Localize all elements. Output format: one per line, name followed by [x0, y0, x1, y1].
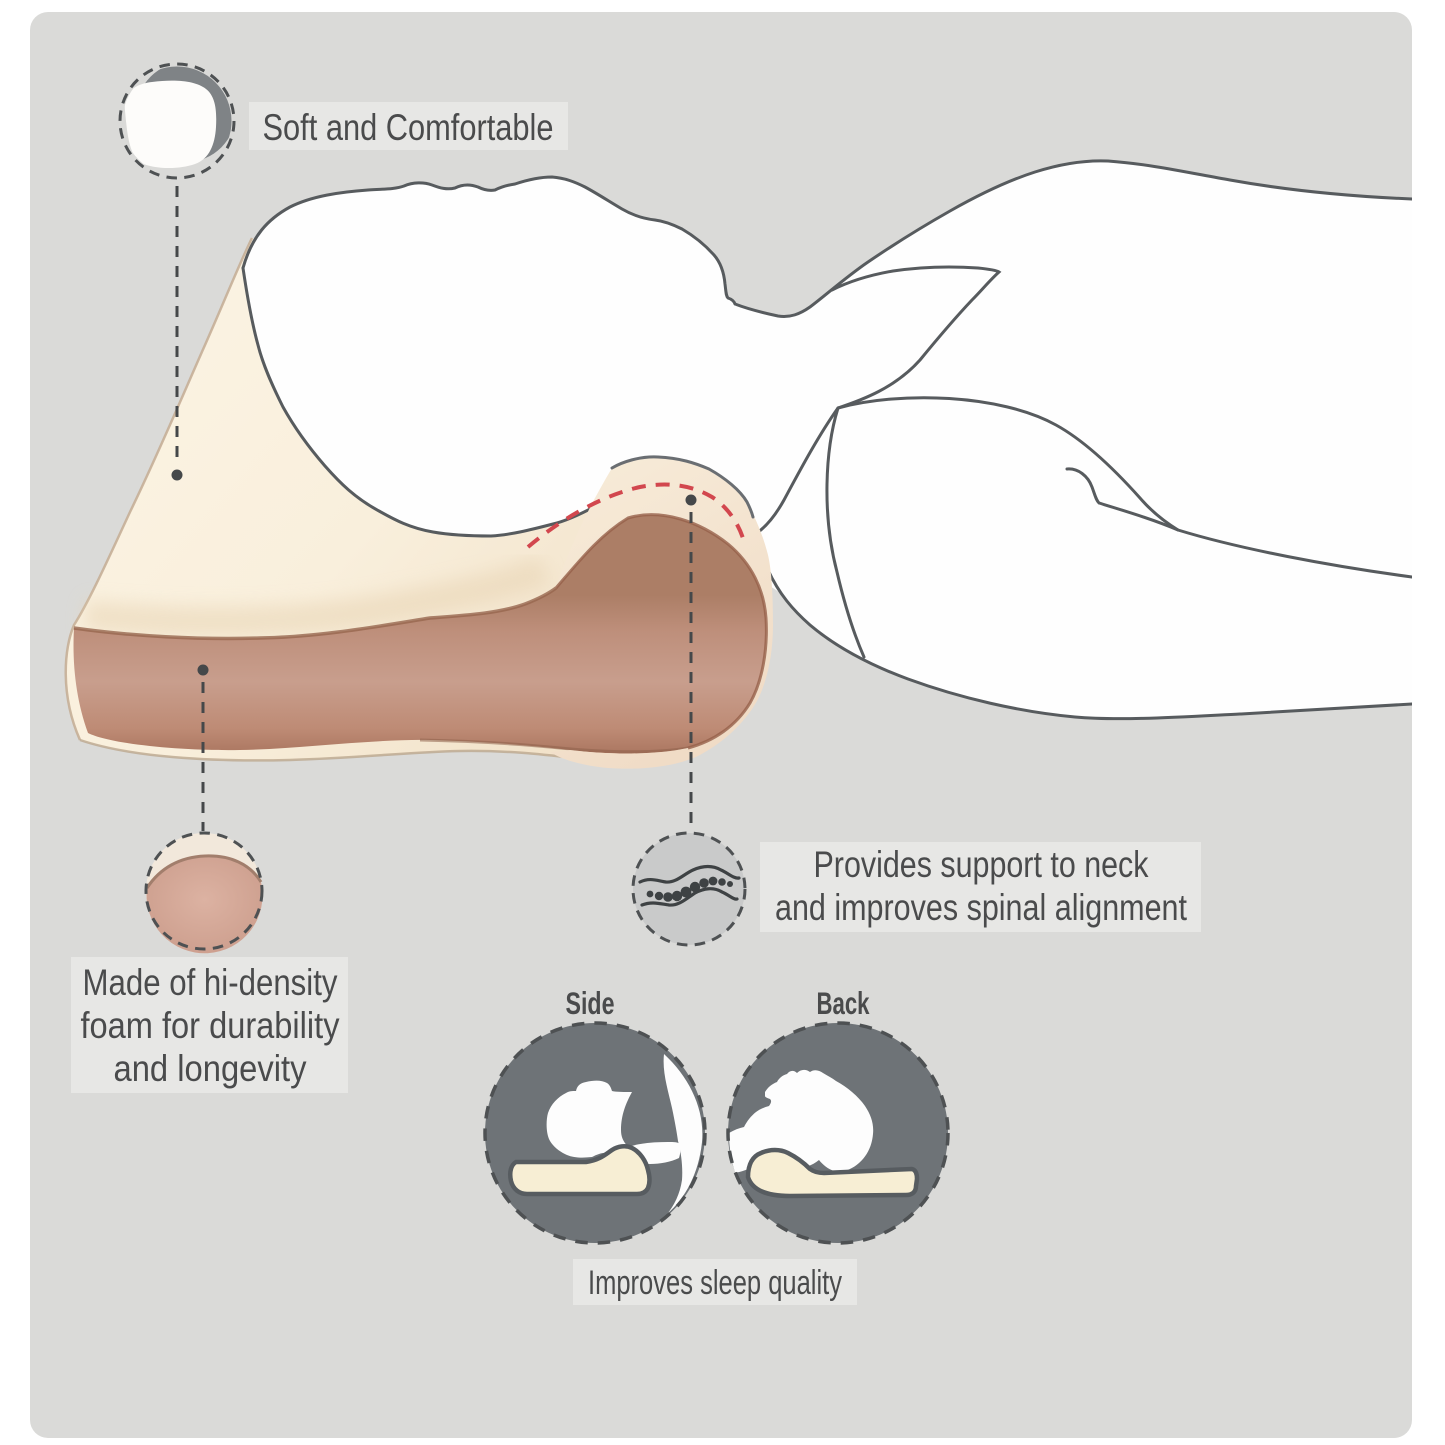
svg-text:foam for durability: foam for durability — [81, 1005, 340, 1046]
svg-text:Soft and Comfortable: Soft and Comfortable — [263, 107, 554, 148]
svg-text:Made of hi-density: Made of hi-density — [83, 962, 338, 1003]
svg-text:Side: Side — [566, 985, 615, 1021]
svg-text:Provides support to neck: Provides support to neck — [814, 844, 1149, 885]
svg-text:and longevity: and longevity — [114, 1048, 307, 1089]
svg-text:and improves spinal alignment: and improves spinal alignment — [775, 887, 1188, 928]
svg-text:Improves sleep quality: Improves sleep quality — [588, 1264, 843, 1302]
svg-text:Back: Back — [817, 985, 870, 1021]
